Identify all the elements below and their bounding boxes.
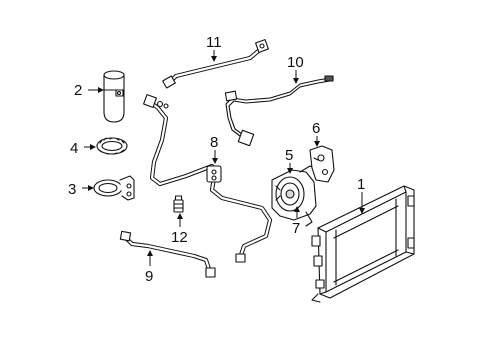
receiver-drier — [103, 70, 125, 123]
wire-harness-10 — [224, 75, 334, 147]
ac-compressor — [271, 165, 319, 227]
callout-8: 8 — [210, 134, 218, 151]
seal-ring — [96, 137, 128, 155]
callout-11: 11 — [206, 34, 222, 51]
callout-3: 3 — [68, 181, 76, 198]
hose-line-11 — [162, 39, 269, 89]
condenser — [311, 185, 415, 303]
compressor-bracket — [309, 145, 335, 183]
callout-12: 12 — [171, 229, 188, 246]
callout-7: 7 — [292, 220, 300, 237]
callout-9: 9 — [145, 268, 153, 285]
callout-10: 10 — [287, 54, 304, 71]
callout-6: 6 — [312, 120, 320, 137]
callout-4: 4 — [70, 140, 78, 157]
suction-line — [143, 94, 215, 187]
liquid-line-8 — [206, 165, 273, 263]
callout-1: 1 — [357, 176, 365, 193]
leaders — [82, 50, 365, 266]
callout-2: 2 — [74, 82, 82, 99]
service-valve — [173, 195, 184, 213]
drier-bracket — [93, 175, 135, 201]
callout-5: 5 — [285, 147, 293, 164]
callout-labels: 1 2 3 4 5 6 7 8 9 10 11 12 — [68, 34, 365, 285]
hose-line-9 — [119, 230, 216, 278]
